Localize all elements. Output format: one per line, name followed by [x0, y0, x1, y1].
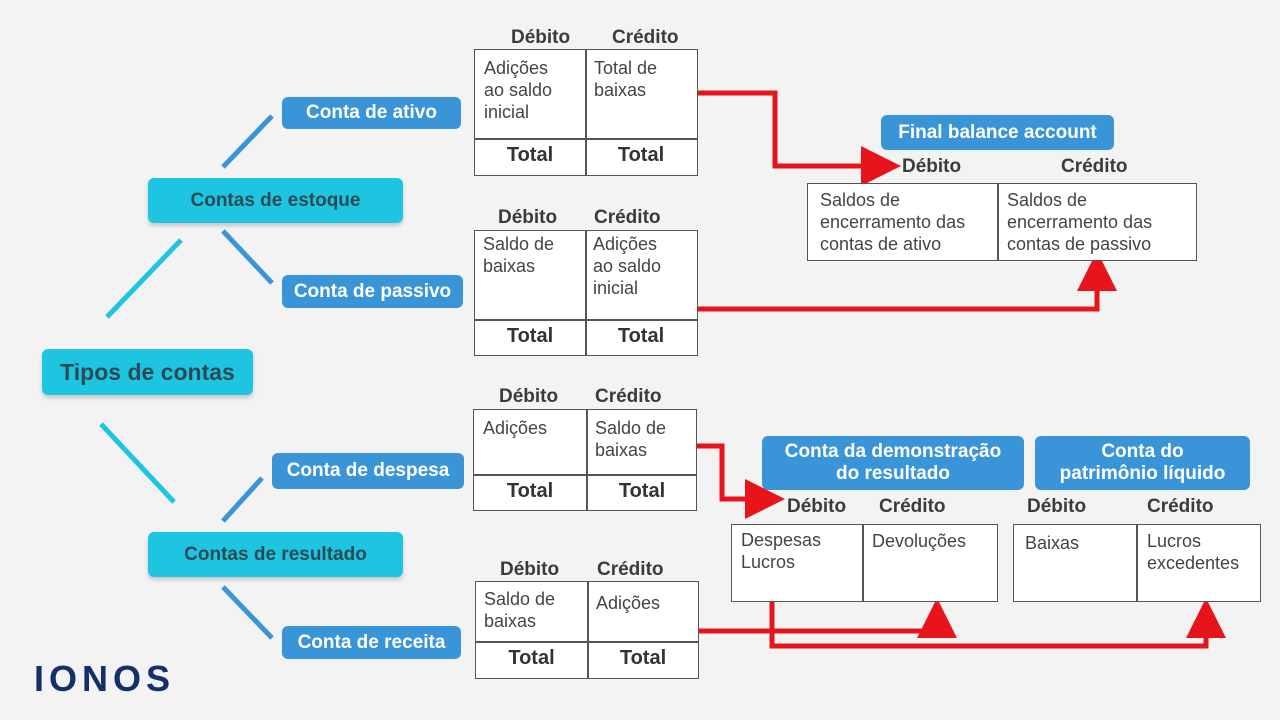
- connector-root-stock: [105, 238, 183, 319]
- equity-credit-header: Crédito: [1147, 496, 1214, 517]
- result-accounts-node: Contas de resultado: [148, 532, 403, 577]
- arrow-asset-to-final: [656, 90, 901, 186]
- liability-debit-total: Total: [506, 325, 554, 347]
- expense-debit-total: Total: [506, 480, 554, 502]
- liability-t-account: Saldo de baixas Adições ao saldo inicial…: [474, 230, 698, 356]
- asset-debit-entry: Adições ao saldo inicial: [484, 58, 553, 122]
- income-debit-header: Débito: [787, 496, 847, 517]
- liability-debit-header: Débito: [498, 207, 558, 228]
- expense-credit-entry: Saldo de baixas: [595, 418, 667, 460]
- liability-credit-entry: Adições ao saldo inicial: [593, 234, 662, 298]
- asset-debit-total: Total: [506, 144, 554, 166]
- final-debit-header: Débito: [902, 156, 962, 177]
- asset-debit-header: Débito: [511, 27, 571, 48]
- final-debit-entry: Saldos de encerramento das contas de ati…: [820, 190, 966, 254]
- liability-debit-entry: Saldo de baixas: [483, 234, 555, 276]
- revenue-t-account: Saldo de baixas Adições Total Total: [475, 581, 699, 679]
- asset-t-account: Adições ao saldo inicial Total de baixas…: [474, 49, 698, 176]
- income-debit-entry: Despesas Lucros: [741, 530, 822, 572]
- revenue-debit-total: Total: [508, 647, 555, 669]
- liability-account-node: Conta de passivo: [282, 275, 463, 308]
- revenue-credit-total: Total: [619, 647, 667, 669]
- expense-credit-total: Total: [618, 480, 666, 502]
- final-balance-table: Saldos de encerramento das contas de ati…: [807, 183, 1197, 261]
- revenue-account-node: Conta de receita: [282, 626, 461, 659]
- income-statement-node: Conta da demonstração do resultado: [762, 436, 1024, 490]
- arrow-income-to-equity: [769, 580, 1226, 649]
- equity-debit-entry: Baixas: [1025, 533, 1080, 553]
- final-credit-entry: Saldos de encerramento das contas de pas…: [1007, 190, 1153, 254]
- revenue-debit-header: Débito: [500, 559, 560, 580]
- asset-credit-header: Crédito: [612, 27, 679, 48]
- revenue-debit-entry: Saldo de baixas: [484, 589, 556, 631]
- final-balance-node: Final balance account: [881, 115, 1114, 150]
- expense-account-node: Conta de despesa: [272, 453, 464, 489]
- connector-stock-liability: [221, 229, 274, 285]
- revenue-credit-header: Crédito: [597, 559, 664, 580]
- connector-stock-asset: [221, 114, 274, 169]
- asset-account-node: Conta de ativo: [282, 97, 461, 129]
- expense-debit-entry: Adições: [483, 418, 548, 438]
- asset-credit-total: Total: [617, 144, 665, 166]
- ionos-logo: IONOS: [34, 658, 176, 699]
- root-node: Tipos de contas: [42, 349, 253, 395]
- expense-credit-header: Crédito: [595, 386, 662, 407]
- connector-result-expense: [221, 476, 264, 523]
- final-credit-header: Crédito: [1061, 156, 1128, 177]
- liability-credit-header: Crédito: [594, 207, 661, 228]
- expense-debit-header: Débito: [499, 386, 559, 407]
- asset-credit-entry: Total de baixas: [594, 58, 658, 100]
- liability-credit-total: Total: [617, 325, 665, 347]
- income-statement-table: Despesas Lucros Devoluções: [731, 524, 998, 602]
- revenue-credit-entry: Adições: [596, 593, 661, 613]
- expense-t-account: Adições Saldo de baixas Total Total: [473, 409, 697, 511]
- equity-node: Conta do patrimônio líquido: [1035, 436, 1250, 490]
- income-credit-header: Crédito: [879, 496, 946, 517]
- connector-result-revenue: [221, 585, 274, 640]
- stock-accounts-node: Contas de estoque: [148, 178, 403, 223]
- connector-root-result: [99, 422, 176, 504]
- income-credit-entry: Devoluções: [872, 531, 967, 551]
- equity-table: Baixas Lucros excedentes: [1013, 524, 1261, 602]
- equity-credit-entry: Lucros excedentes: [1147, 531, 1240, 573]
- equity-debit-header: Débito: [1027, 496, 1087, 517]
